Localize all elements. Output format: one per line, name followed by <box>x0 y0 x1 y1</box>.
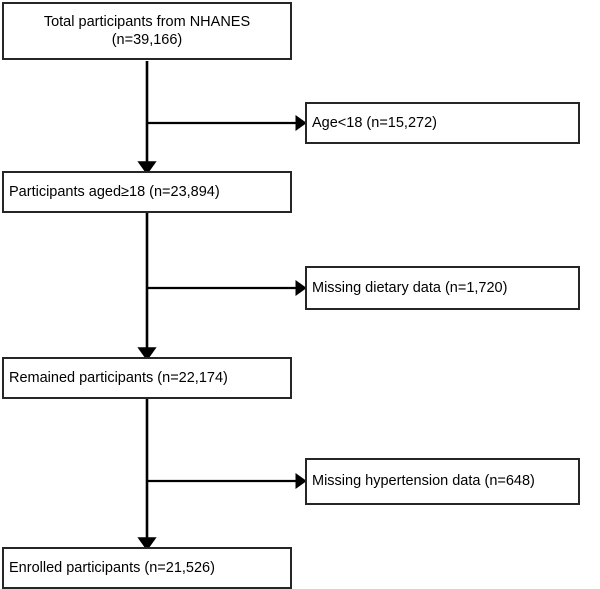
node-remained-participants: Remained participants (n=22,174) <box>2 357 292 399</box>
node-exclusion-missing-dietary-label: Missing dietary data (n=1,720) <box>312 279 508 296</box>
node-total-participants: Total participants from NHANES (n=39,166… <box>2 2 292 60</box>
node-participants-aged-18: Participants aged≥18 (n=23,894) <box>2 171 292 213</box>
node-exclusion-missing-dietary: Missing dietary data (n=1,720) <box>305 266 580 310</box>
node-enrolled-participants-label: Enrolled participants (n=21,526) <box>9 559 215 576</box>
node-exclusion-age-under-18: Age<18 (n=15,272) <box>305 102 580 144</box>
node-enrolled-participants: Enrolled participants (n=21,526) <box>2 547 292 589</box>
node-exclusion-age-under-18-label: Age<18 (n=15,272) <box>312 114 437 131</box>
node-remained-participants-label: Remained participants (n=22,174) <box>9 369 228 386</box>
node-exclusion-missing-hypertension: Missing hypertension data (n=648) <box>305 458 580 505</box>
node-exclusion-missing-hypertension-label: Missing hypertension data (n=648) <box>312 473 535 490</box>
node-total-participants-label: Total participants from NHANES (n=39,166… <box>43 13 251 48</box>
node-participants-aged-18-label: Participants aged≥18 (n=23,894) <box>9 183 220 200</box>
